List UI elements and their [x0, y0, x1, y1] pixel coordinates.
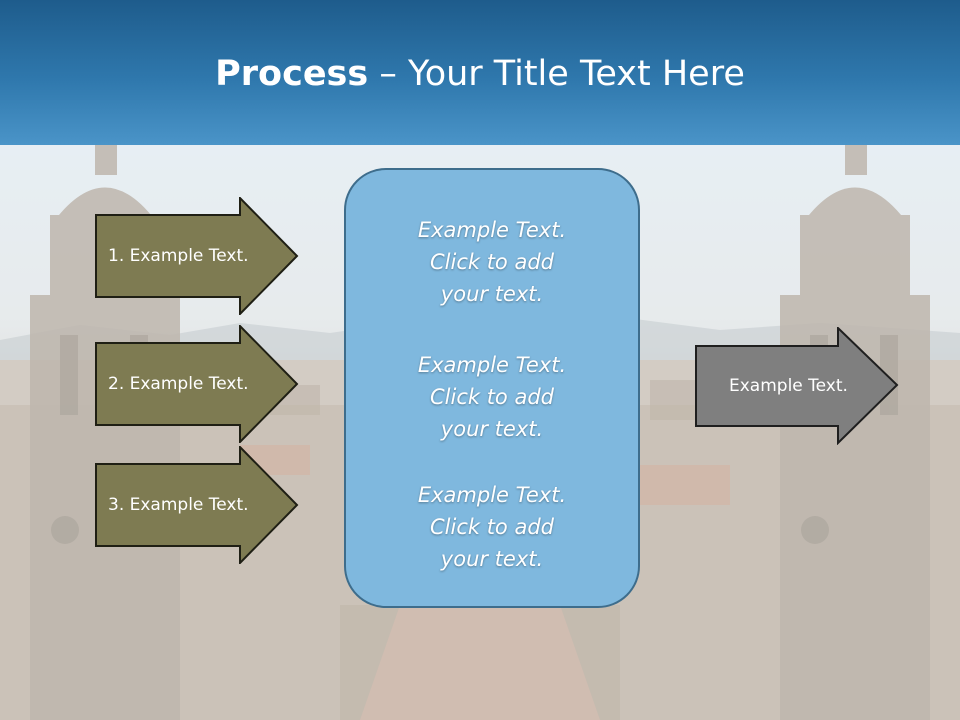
block-line: Example Text. — [417, 218, 567, 242]
step-arrow-label: 1. Example Text. — [108, 246, 249, 266]
step-arrow-2[interactable]: 2. Example Text. — [95, 325, 300, 443]
step-arrow-label: 2. Example Text. — [108, 374, 249, 394]
arrow-shape-icon — [695, 327, 899, 445]
header-band: Process – Your Title Text Here — [0, 0, 960, 145]
result-arrow-label: Example Text. — [729, 376, 848, 396]
title-bold: Process — [215, 54, 369, 94]
block-line: Click to add — [429, 515, 554, 539]
text-block-3: Example Text. Click to add your text. — [346, 479, 638, 575]
text-block-1: Example Text. Click to add your text. — [346, 214, 638, 310]
arrow-shape-icon — [95, 446, 299, 564]
block-line: your text. — [440, 547, 544, 571]
slide-title[interactable]: Process – Your Title Text Here — [0, 52, 960, 96]
step-arrow-1[interactable]: 1. Example Text. — [95, 197, 300, 315]
block-line: Example Text. — [417, 483, 567, 507]
arrow-shape-icon — [95, 197, 299, 315]
block-line: Click to add — [429, 385, 554, 409]
block-line: Example Text. — [417, 353, 567, 377]
block-line: your text. — [440, 417, 544, 441]
title-rest: – Your Title Text Here — [368, 54, 745, 94]
step-arrow-label: 3. Example Text. — [108, 495, 249, 515]
step-arrow-3[interactable]: 3. Example Text. — [95, 446, 300, 564]
center-text-box[interactable]: Example Text. Click to add your text. Ex… — [344, 168, 640, 608]
block-line: Click to add — [429, 250, 554, 274]
block-line: your text. — [440, 282, 544, 306]
arrow-shape-icon — [95, 325, 299, 443]
result-arrow[interactable]: Example Text. — [695, 327, 900, 445]
text-block-2: Example Text. Click to add your text. — [346, 349, 638, 445]
